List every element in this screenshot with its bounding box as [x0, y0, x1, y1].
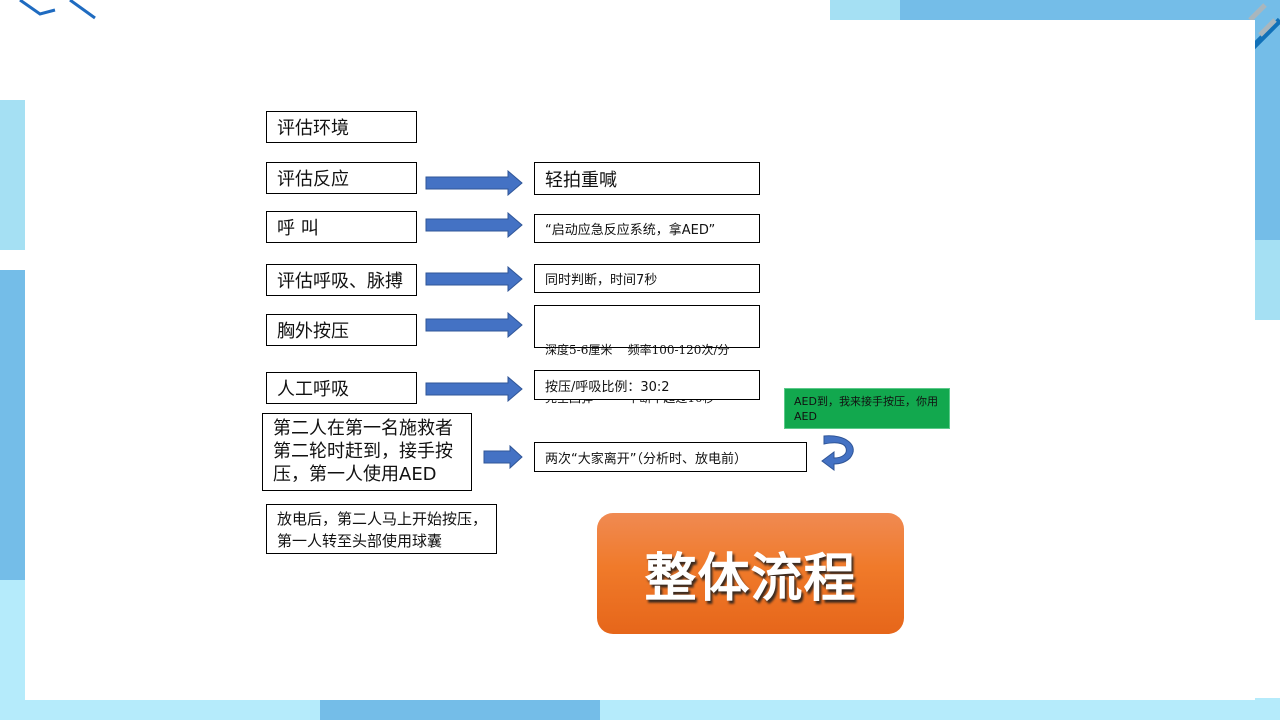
bg-top-left-line-icon: [19, 0, 96, 20]
after-shock-text: 放电后，第二人马上开始按压，第一人转至头部使用球囊: [277, 510, 488, 550]
step-box-second-rescuer: 第二人在第一名施救者第二轮时赶到，接手按压，第一人使用AED: [262, 413, 472, 491]
step-label: 第二人在第一名施救者第二轮时赶到，接手按压，第一人使用AED: [273, 418, 453, 485]
detail-text: 同时判断，时间7秒: [545, 273, 658, 288]
detail-box-compression-spec: 深度5-6厘米 频率100-120次/分 完全回弹 中断不超过10秒: [534, 305, 760, 405]
arrow-right-icon: [425, 170, 523, 196]
step-box-call: 呼 叫: [266, 211, 417, 243]
page-title: 整体流程: [644, 548, 857, 609]
arrow-right-icon: [425, 212, 523, 238]
arrow-right-icon: [425, 266, 523, 292]
step-box-assess-environment: 评估环境: [266, 111, 417, 143]
curved-arrow-icon: [821, 435, 854, 471]
bg-top-right: [830, 0, 1280, 22]
step-box-rescue-breathing: 人工呼吸: [266, 372, 417, 404]
detail-text: 轻拍重喊: [545, 169, 617, 191]
detail-box-clear: 两次“大家离开”（分析时、放电前）: [534, 442, 807, 472]
step-label: 人工呼吸: [277, 379, 349, 400]
detail-box-check-time: 同时判断，时间7秒: [534, 264, 760, 293]
step-label: 胸外按压: [277, 321, 349, 342]
bg-right-light: [1254, 240, 1280, 320]
step-label: 呼 叫: [277, 218, 319, 239]
step-label: 评估呼吸、脉搏: [277, 271, 403, 292]
title-banner: 整体流程: [597, 513, 904, 634]
aed-callout: AED到，我来接手按压，你用AED: [784, 388, 950, 429]
detail-text: “启动应急反应系统，拿AED”: [545, 223, 716, 238]
step-label: 评估反应: [277, 169, 349, 190]
step-box-chest-compression: 胸外按压: [266, 314, 417, 346]
arrow-right-icon: [425, 376, 523, 402]
bg-bottom-strip: [0, 698, 1280, 720]
detail-box-tap-shout: 轻拍重喊: [534, 162, 760, 195]
step-box-assess-response: 评估反应: [266, 162, 417, 194]
detail-text: 按压/呼吸比例：30:2: [545, 379, 670, 395]
after-shock-box: 放电后，第二人马上开始按压，第一人转至头部使用球囊: [266, 504, 497, 554]
detail-box-activate-ems: “启动应急反应系统，拿AED”: [534, 214, 760, 243]
step-label: 评估环境: [277, 118, 349, 139]
detail-text-line: 深度5-6厘米 频率100-120次/分: [545, 343, 730, 357]
step-box-assess-breathing: 评估呼吸、脉搏: [266, 264, 417, 296]
detail-box-ratio: 按压/呼吸比例：30:2: [534, 370, 760, 400]
detail-text: 两次“大家离开”（分析时、放电前）: [545, 451, 747, 467]
arrow-right-icon: [425, 312, 523, 338]
callout-text: AED到，我来接手按压，你用AED: [794, 395, 938, 423]
arrow-right-icon: [483, 445, 523, 469]
bg-top-right-light: [830, 0, 900, 22]
bg-bottom-blue: [320, 698, 600, 720]
